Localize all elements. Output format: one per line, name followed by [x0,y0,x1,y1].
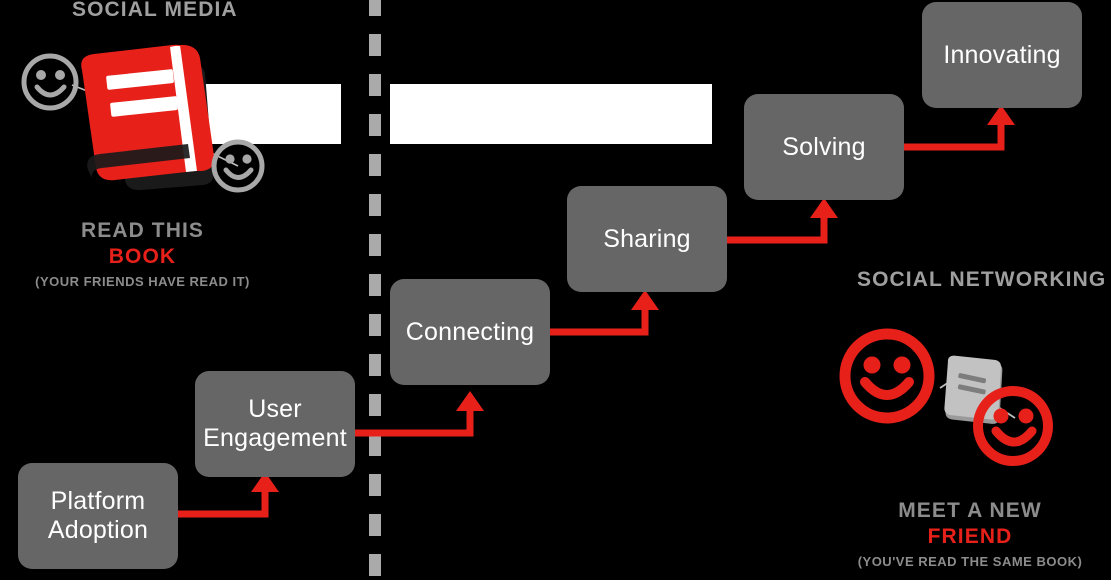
red-smiley-face-icon-left [839,328,935,424]
arrow-connecting-to-sharing [545,285,665,353]
step-box-user-engagement[interactable]: User Engagement [195,371,355,477]
red-book-icon [81,44,215,191]
arrow-platform-adoption-to-user-engagement [172,470,287,538]
caption-left-line1: READ THIS [80,219,205,242]
caption-right-line2: FRIEND [927,525,1013,549]
arrow-user-engagement-to-connecting [350,377,492,445]
caption-right-line1: MEET A NEW [898,499,1042,522]
caption-left-line2: BOOK [108,245,177,269]
caption-right-line3: (YOU'VE READ THE SAME BOOK) [857,554,1083,570]
caption-left-line3: (YOUR FRIENDS HAVE READ IT) [35,274,250,290]
heading-social-media: SOCIAL MEDIA [72,0,238,21]
gray-smiley-face-icon-top [21,53,79,111]
step-box-connecting[interactable]: Connecting [390,279,550,385]
caption-meet-a-new-friend: MEET A NEW FRIEND (YOU'VE READ THE SAME … [830,499,1110,575]
arrow-sharing-to-solving [722,193,842,261]
arrow-solving-to-innovating [898,100,1018,168]
left-illustration-group [10,40,285,200]
red-smiley-face-icon-right [973,386,1053,466]
heading-social-networking: SOCIAL NETWORKING [857,268,1107,291]
step-box-innovating[interactable]: Innovating [922,2,1082,108]
white-placeholder-block-right [390,84,712,144]
vertical-dashed-divider [369,0,381,580]
caption-read-this-book: READ THIS BOOK (YOUR FRIENDS HAVE READ I… [0,219,285,295]
step-box-platform-adoption[interactable]: Platform Adoption [18,463,178,569]
white-placeholder-block-left [205,84,341,144]
step-box-solving[interactable]: Solving [744,94,904,200]
right-illustration-group [835,328,1090,483]
step-box-sharing[interactable]: Sharing [567,186,727,292]
gray-smiley-face-icon-bottom [211,139,265,193]
